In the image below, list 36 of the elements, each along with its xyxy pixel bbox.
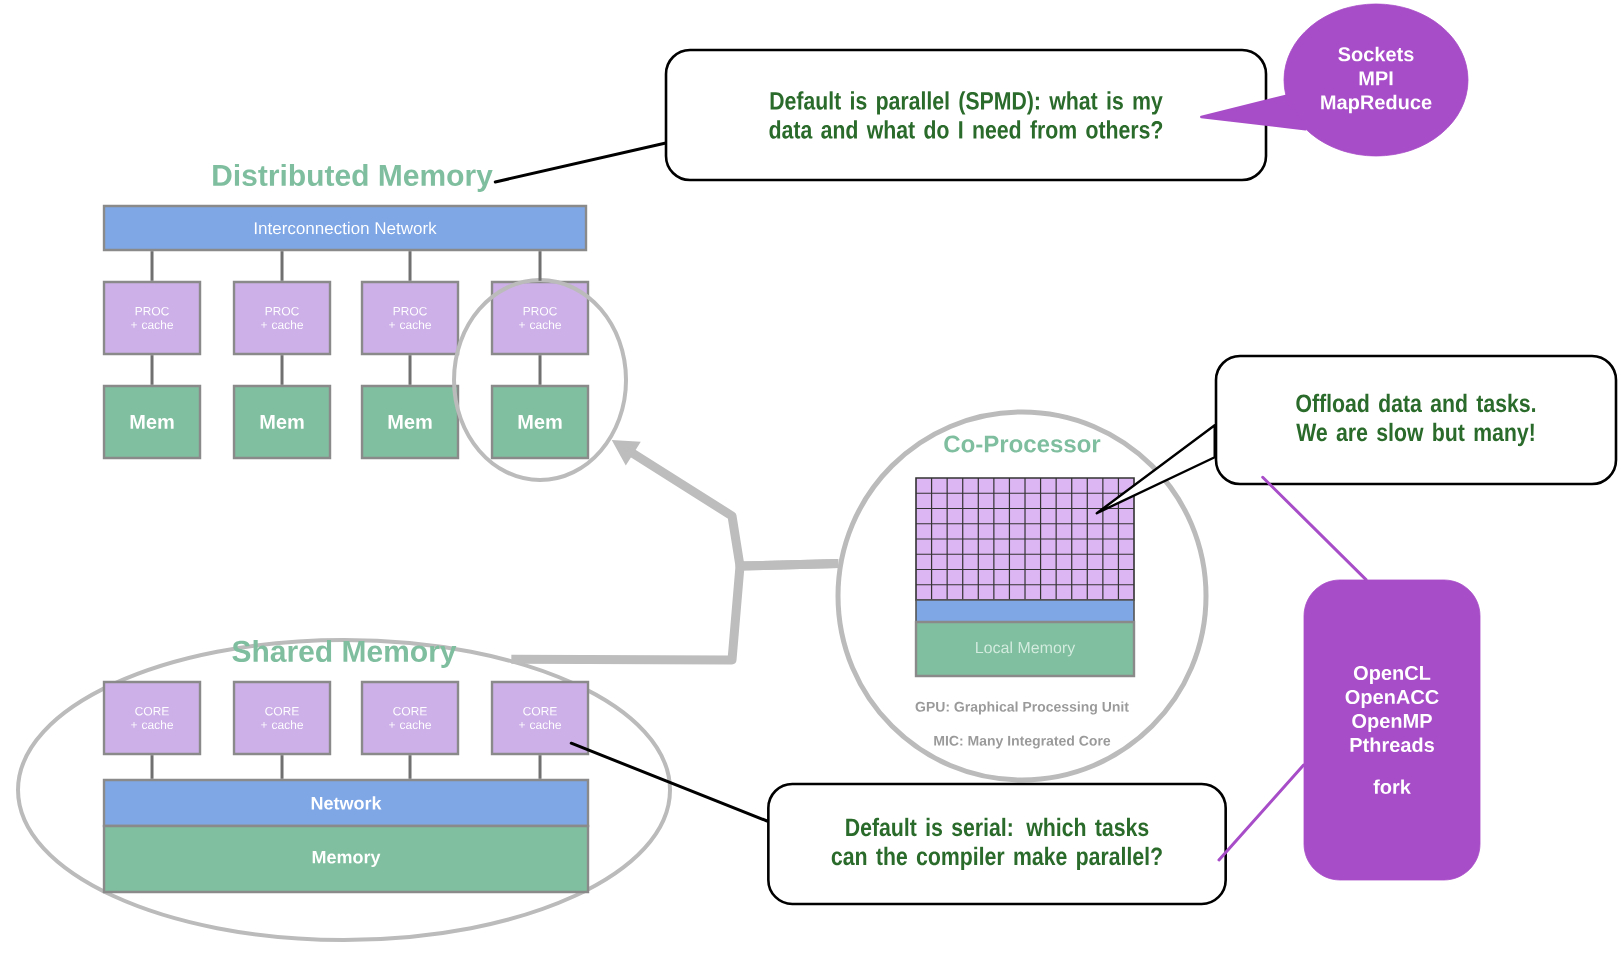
network-bar: Network bbox=[102, 778, 590, 828]
speech-bubble: Default is parallel (SPMD): what is my data and what do I need from others? bbox=[664, 48, 1268, 182]
connector-line bbox=[150, 355, 154, 385]
connector-line bbox=[538, 251, 542, 281]
speech-bubble-tail bbox=[1200, 94, 1307, 131]
api-bubble: Sockets MPI MapReduce bbox=[1283, 3, 1469, 157]
memory-bar: Memory bbox=[102, 824, 590, 894]
connector-line bbox=[408, 251, 412, 281]
connector-line bbox=[280, 251, 284, 281]
speech-bubble-tail bbox=[1095, 424, 1216, 515]
speech-bubble-tail bbox=[1217, 763, 1306, 862]
speech-bubble: Default is serial: which tasks can the compiler make parallel? bbox=[767, 782, 1227, 906]
connector-line bbox=[538, 355, 542, 385]
connector-line bbox=[408, 355, 412, 385]
section-heading: Distributed Memory bbox=[213, 164, 493, 192]
highlight-ellipse bbox=[452, 278, 628, 482]
speech-bubble-tail bbox=[1261, 475, 1368, 582]
memory-box: Mem bbox=[360, 384, 460, 460]
speech-bubble-tail bbox=[569, 741, 769, 823]
connector-line bbox=[150, 251, 154, 281]
connector-line bbox=[280, 755, 284, 779]
local-memory-box: Local Memory bbox=[914, 620, 1136, 678]
connector-line bbox=[538, 755, 542, 779]
connector-line bbox=[150, 755, 154, 779]
network-bar: Interconnection Network bbox=[102, 204, 588, 252]
memory-box: Mem bbox=[232, 384, 332, 460]
memory-box: Mem bbox=[102, 384, 202, 460]
api-bubble: OpenCL OpenACC OpenMP Pthreads fork bbox=[1303, 579, 1481, 881]
connector-line bbox=[280, 355, 284, 385]
speech-bubble-tail bbox=[493, 141, 667, 184]
connector-line bbox=[408, 755, 412, 779]
memory-box: Mem bbox=[490, 384, 590, 460]
section-heading: Co-Processor bbox=[944, 435, 1101, 453]
section-heading: Shared Memory bbox=[232, 640, 457, 668]
connector-line bbox=[511, 559, 839, 665]
speech-bubble: Offload data and tasks. We are slow but many! bbox=[1214, 354, 1618, 486]
